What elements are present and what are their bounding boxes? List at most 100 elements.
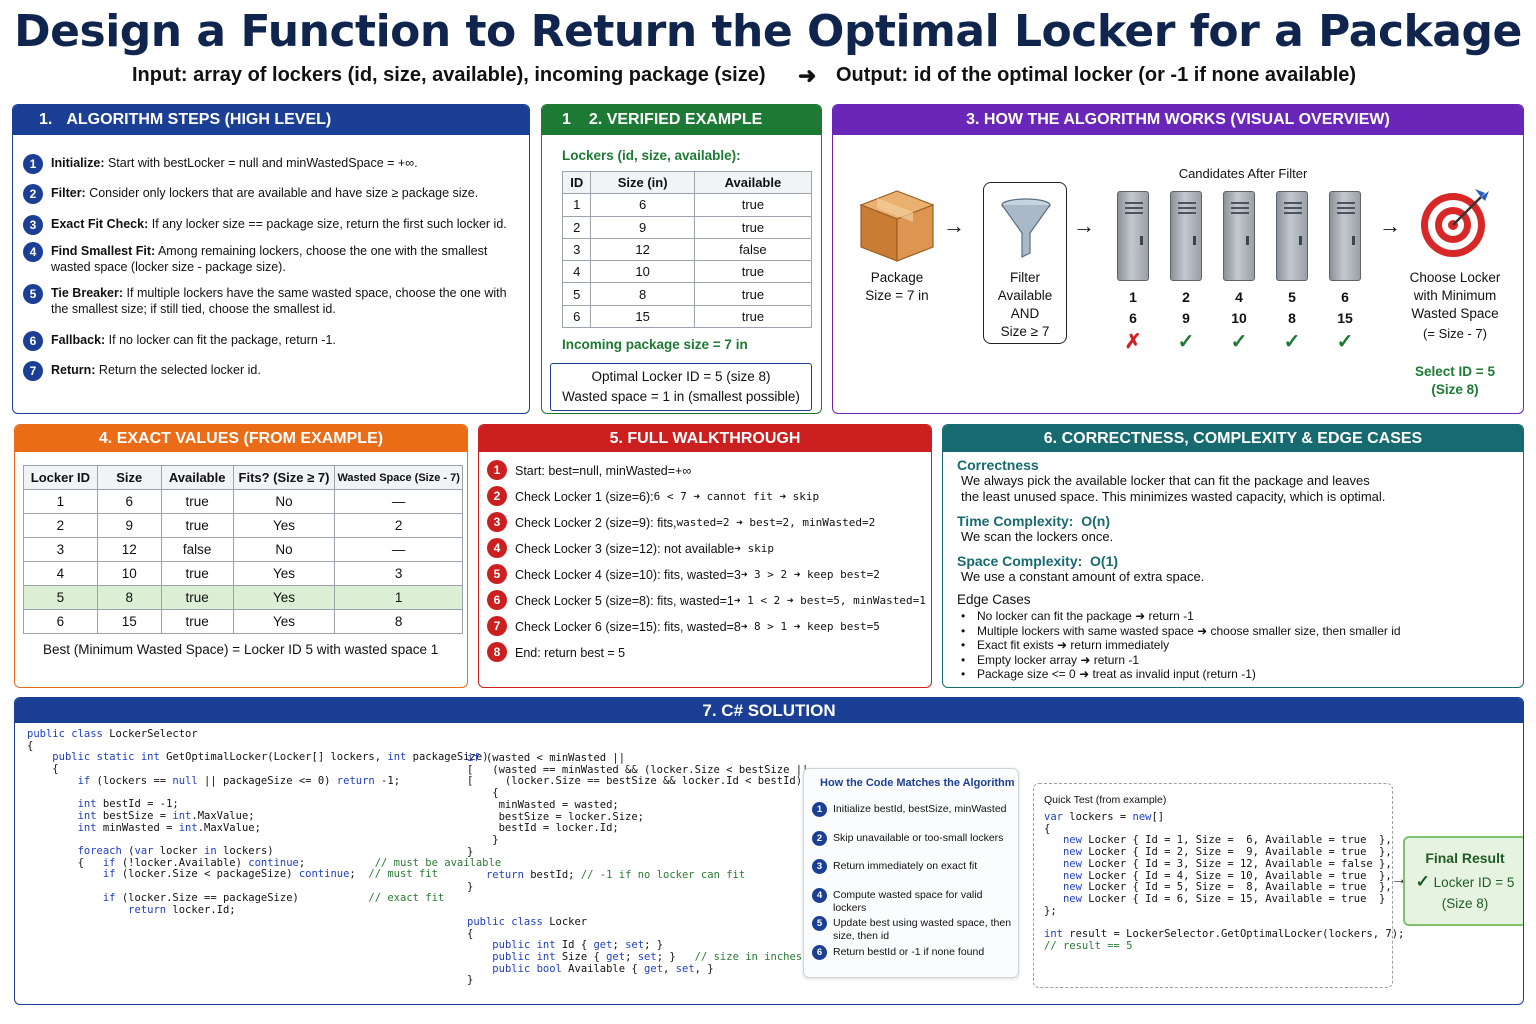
locker-size: 15 [1337,310,1353,326]
correctness-panel: 6. CORRECTNESS, COMPLEXITY & EDGE CASES … [942,424,1524,688]
step-description: Among remaining lockers, choose the one … [51,244,488,274]
step-title: Filter: [51,186,86,200]
code-line: public static int GetOptimalLocker(Locke… [52,751,489,764]
final-result-box: Final Result ✓ Locker ID = 5 (Size 8) [1403,836,1523,926]
step-title: Exact Fit Check: [51,217,149,231]
step-number-badge: 5 [23,284,43,304]
step-number-badge: 4 [812,887,827,903]
check-icon: ✓ [1415,872,1430,891]
package-box-icon [859,190,935,262]
column-header: Fits? (Size ≥ 7) [232,465,336,490]
table-cell: 8 [590,282,695,306]
code-line: if (locker.Size < packageSize) continue;… [102,868,438,881]
step-number-badge: 4 [23,242,43,262]
panel-title: 7. C# SOLUTION [702,700,836,720]
cross-icon: ✗ [1124,331,1142,353]
table-cell: No [232,489,336,514]
code-line: { [27,739,34,752]
locker-size: 8 [1288,310,1296,326]
table-cell: 2 [23,513,98,538]
exact-values-panel: 4. EXACT VALUES (FROM EXAMPLE) Locker ID… [14,424,468,688]
result-line-2: Wasted space = 1 in (smallest possible) [562,389,800,404]
mapping-item: 6 Return bestId or -1 if none found [812,945,1013,960]
walkthrough-step: 1 Start: best=null, minWasted=+∞ [487,460,692,480]
panel-title: 6. CORRECTNESS, COMPLEXITY & EDGE CASES [1043,429,1423,447]
code-line: new Locker { Id = 5, Size = 8, Available… [1062,881,1392,894]
code-line: new Locker { Id = 4, Size = 10, Availabl… [1062,869,1392,882]
mapping-text: Return bestId or -1 if none found [833,946,985,958]
step-detail: 6 < 7 ➜ cannot fit ➜ skip [653,490,820,503]
code-line: } [467,845,474,858]
step-detail: ➜ 3 > 2 ➜ keep best=2 [740,568,880,581]
locker-size: 9 [1182,310,1190,326]
step-text: Start: best=null, minWasted=+∞ [515,463,692,478]
step-text: Check Locker 6 (size=15): fits, wasted=8 [515,619,741,634]
panel-header: 6. CORRECTNESS, COMPLEXITY & EDGE CASES [943,425,1523,452]
output-description: Output: id of the optimal locker (or -1 … [836,64,1357,86]
input-description: Input: array of lockers (id, size, avail… [132,64,766,86]
table-cell: 4 [561,260,592,284]
table-cell: 6 [96,489,162,514]
step-text: End: return best = 5 [515,645,626,660]
step-number-badge: 7 [487,616,507,636]
step-title: Fallback: [51,333,106,347]
edge-cases-section: Edge Cases No locker can fit the package… [957,592,1401,682]
table-cell: true [160,585,234,610]
step-detail: wasted=2 ➜ best=2, minWasted=2 [676,516,876,529]
table-cell: Yes [232,561,336,586]
table-cell: true [693,193,813,217]
package-label: Package Size = 7 in [865,270,929,303]
choose-locker-label: Choose Locker with Minimum Wasted Space … [1409,270,1501,341]
funnel-icon [1001,198,1051,258]
table-cell: 8 [96,585,162,610]
step-number-badge: 6 [812,945,827,960]
table-cell: 3 [23,537,98,562]
mapping-text: Update best using wasted space, then siz… [833,917,1012,943]
check-icon: ✓ [1230,331,1248,353]
correctness-section: Correctness We always pick the available… [957,457,1386,504]
locker-icon [1276,191,1308,281]
incoming-package-size: Incoming package size = 7 in [562,337,748,352]
table-cell: Yes [232,513,336,538]
edge-case-item: Package size <= 0 ➜ treat as invalid inp… [957,667,1401,682]
panel-title: ALGORITHM STEPS (HIGH LEVEL) [66,111,332,128]
step-number-badge: 5 [487,564,507,584]
table-cell: 12 [96,537,162,562]
table-cell: true [160,609,234,634]
code-line: new Locker { Id = 3, Size = 12, Availabl… [1062,857,1392,870]
panel-number: 1. [39,111,53,128]
panel-title: 2. VERIFIED EXAMPLE [588,111,763,128]
locker-icon [1117,191,1149,281]
step-number-badge: 1 [487,460,507,480]
edge-case-list: No locker can fit the package ➜ return -… [957,609,1401,682]
column-header: Wasted Space (Size - 7) [334,465,463,490]
table-cell: false [693,237,813,262]
table-cell: 5 [23,585,98,610]
code-line: if (lockers == null || packageSize <= 0)… [77,774,401,787]
step-detail: ➜ 8 > 1 ➜ keep best=5 [740,620,880,633]
code-line: [ (locker.Size == bestSize && locker.Id … [467,775,822,788]
csharp-solution-panel: 7. C# SOLUTION public class LockerSelect… [14,697,1524,1005]
panel-title: 3. HOW THE ALGORITHM WORKS (VISUAL OVERV… [966,111,1390,128]
code-line: int bestSize = int.MaxValue; [77,809,255,822]
table-cell: 9 [96,513,162,538]
visual-overview-panel: 3. HOW THE ALGORITHM WORKS (VISUAL OVERV… [832,104,1524,414]
